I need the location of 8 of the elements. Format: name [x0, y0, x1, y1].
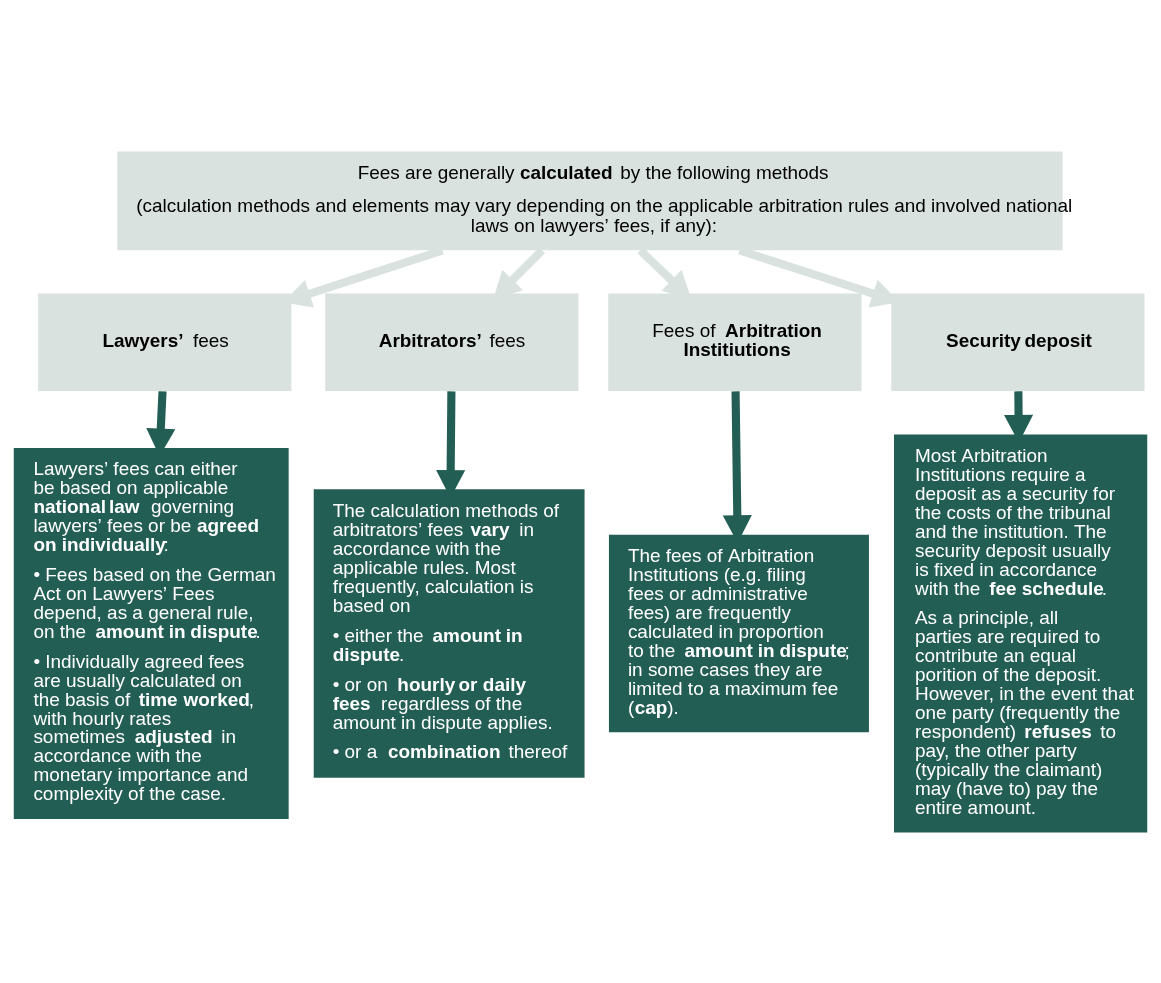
node-box: The calculation methods of arbitrators’ fees vary in accordance with the applicable rules. Most frequently, calculation is based on • either the amount in dispute. • or on hourly or daily fees regardless of the amount in dispute applies. • or a combination thereof [313, 488, 585, 778]
node-box: Fees of Arbitration Institiutions [608, 293, 862, 391]
node-box: Lawyers’ fees [38, 293, 292, 391]
node-box: Most Arbitration Institutions require a deposit as a security for the costs of the tribunal and the institution. The security deposit usually is fixed in accordance with the fee schedule. As a principle, all parties are required to contribute an equal porition of the deposit. However, in the event that one party (frequently the respondent) refuses to pay, the other party (typically the claimant) may (have to) pay the entire amount. [894, 433, 1148, 833]
node-box: Lawyers’ fees can either be based on applicable national law governing lawyers’ fees or be agreed on individually: • Fees based on the German Act on Lawyers’ Fees depend, as a general rule, on the amount in dispute. • Individually agreed fees are usually calculated on the basis of time worked, with hourly rates sometimes adjusted in accordance with the monetary importance and complexity of the case. [13, 447, 289, 819]
node-box: The fees of Arbitration Institutions (e.g. filing fees or administrative fees) are frequently calculated in proportion to the amount in dispute; in some cases they are limited to a maximum fee (cap). [608, 534, 869, 732]
node-box: Security deposit [891, 293, 1145, 391]
node-box: Arbitrators’ fees [325, 293, 579, 391]
